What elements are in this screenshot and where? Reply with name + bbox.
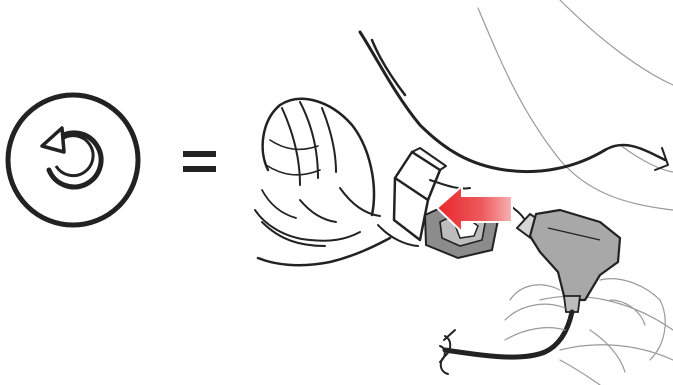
- equals-sign: [183, 151, 216, 172]
- helmet-illustration: [255, 0, 673, 360]
- reset-icon: [8, 95, 138, 225]
- usb-cable: [440, 312, 572, 374]
- usb-connector: [517, 210, 620, 312]
